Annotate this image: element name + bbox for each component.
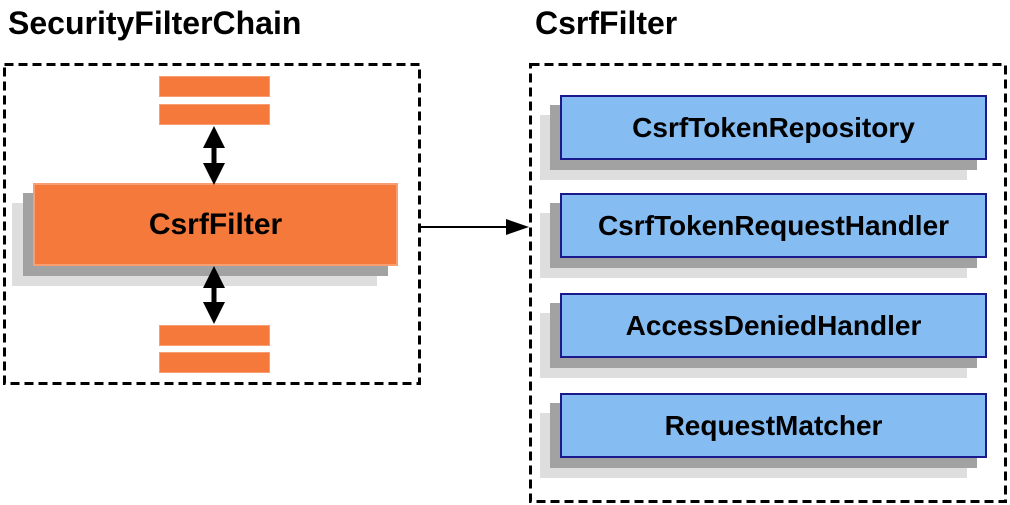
double-arrow-top — [203, 126, 225, 185]
csrf-filter-title: CsrfFilter — [535, 5, 678, 41]
component-label: RequestMatcher — [664, 409, 883, 441]
component-box-request-matcher: RequestMatcher — [560, 393, 987, 458]
filter-placeholder-bar — [159, 104, 270, 125]
csrf-filter-box-label: CsrfFilter — [148, 207, 283, 241]
component-box-csrf-token-request-handler: CsrfTokenRequestHandler — [560, 193, 987, 258]
component-box-csrf-token-repository: CsrfTokenRepository — [560, 95, 987, 160]
component-label: AccessDeniedHandler — [625, 309, 922, 341]
csrf-filter-box: CsrfFilter — [33, 183, 398, 266]
component-label: CsrfTokenRequestHandler — [597, 209, 950, 241]
delegation-arrow — [421, 219, 529, 235]
filter-placeholder-bar — [159, 352, 270, 373]
component-box-access-denied-handler: AccessDeniedHandler — [560, 293, 987, 358]
security-filter-chain-title: SecurityFilterChain — [8, 5, 302, 41]
filter-placeholder-bar — [159, 76, 270, 97]
component-label: CsrfTokenRepository — [632, 111, 915, 143]
filter-placeholder-bar — [159, 325, 270, 346]
